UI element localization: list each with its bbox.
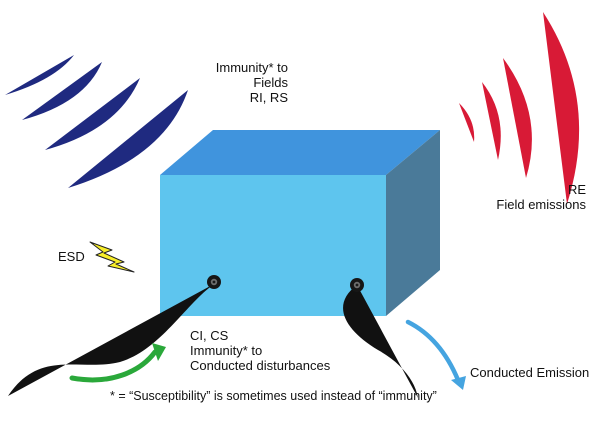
wave-arc-2 [22, 62, 102, 120]
output-cable [343, 285, 418, 398]
label-line: CI, CS [190, 328, 229, 343]
wave-arc-2 [482, 82, 501, 160]
equipment-box [160, 130, 440, 316]
label-line: Immunity* to [190, 343, 263, 358]
label-line: RI, RS [249, 90, 288, 105]
cables [8, 284, 418, 398]
conducted-disturbance-arrow [69, 343, 166, 383]
connector-port-icon [207, 275, 221, 289]
label-line: Field emissions [496, 197, 586, 212]
wave-arc-1 [459, 103, 475, 142]
box-side-face [386, 130, 440, 316]
label-line: Fields [253, 75, 288, 90]
immunity-fields-label: Immunity* to Fields RI, RS [155, 60, 288, 105]
lightning-bolt-icon [89, 241, 135, 273]
footnote: * = “Susceptibility” is sometimes used i… [110, 389, 437, 403]
label-line: Conducted disturbances [190, 358, 331, 373]
input-cable [8, 284, 214, 396]
connectors [207, 275, 364, 292]
connector-port-icon [350, 278, 364, 292]
outgoing-field-waves [459, 12, 580, 204]
label-line: RE [567, 182, 586, 197]
box-top-face [160, 130, 440, 175]
label-line: Immunity* to [215, 60, 288, 75]
esd-label: ESD [58, 249, 85, 264]
wave-arc-3 [45, 78, 140, 150]
emissions-label: RE Field emissions [470, 182, 586, 212]
wave-arc-4 [543, 12, 580, 204]
box-front-face [160, 175, 386, 316]
conducted-immunity-label: CI, CS Immunity* to Conducted disturbanc… [190, 328, 330, 373]
wave-arc-3 [503, 58, 532, 178]
incoming-field-waves [5, 55, 188, 188]
wave-arc-4 [68, 90, 188, 188]
wave-arc-1 [5, 55, 74, 95]
conducted-emission-label: Conducted Emission [470, 365, 590, 380]
conducted-emission-arrow [405, 319, 466, 390]
